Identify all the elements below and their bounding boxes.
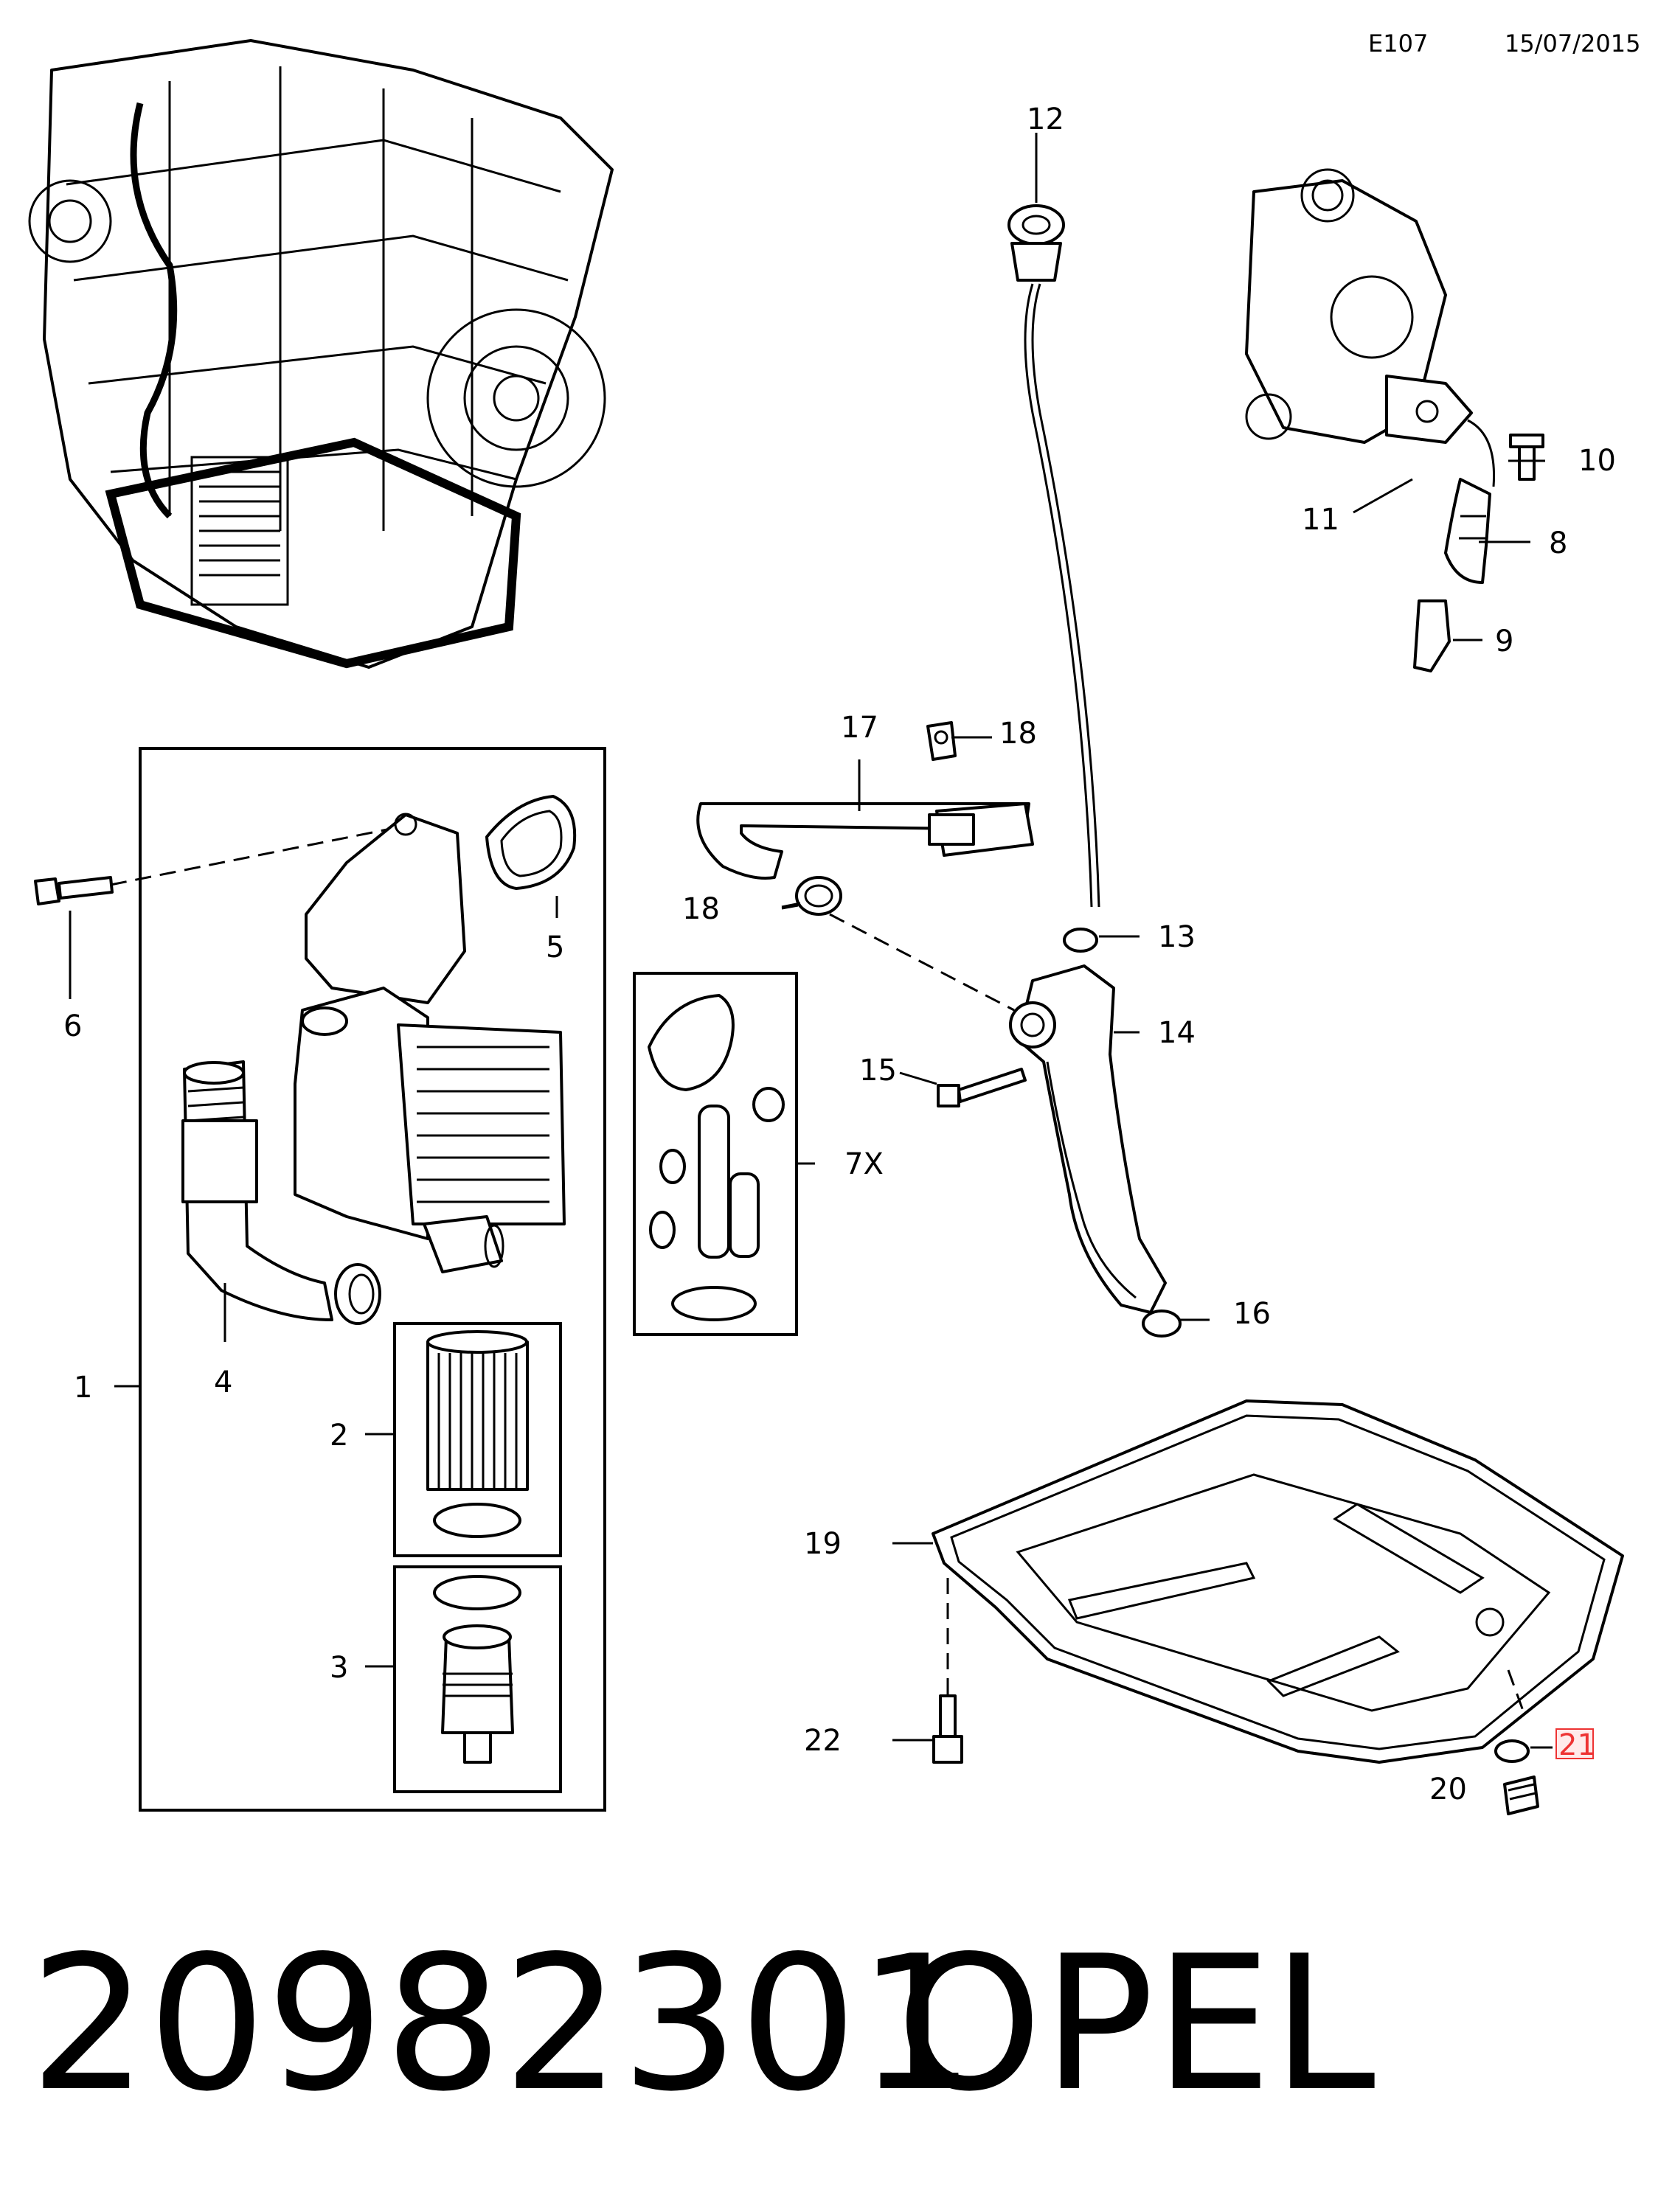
callout-8: 8: [1549, 526, 1567, 560]
oil-dipstick: [1007, 204, 1100, 908]
callout-17: 17: [841, 711, 878, 745]
sealing-ring-21: [1494, 1739, 1530, 1763]
callout-7x: 7X: [844, 1147, 884, 1181]
callout-2: 2: [330, 1419, 348, 1453]
callout-1: 1: [74, 1371, 92, 1405]
callout-21: 21: [1558, 1728, 1596, 1762]
callout-18-bottom: 18: [682, 892, 720, 926]
oil-filter-cap-frame: [393, 1565, 562, 1793]
bolt-15: [937, 1068, 1027, 1107]
part-number: 20982301: [30, 1916, 976, 2132]
o-ring-13: [1063, 928, 1098, 953]
diagram-date: 15/07/2015: [1505, 29, 1640, 58]
callout-11: 11: [1302, 503, 1339, 537]
hose-clamp-top: [926, 721, 957, 761]
turbocharger-assembly: [1245, 168, 1544, 672]
callout-19: 19: [804, 1527, 842, 1561]
callout-3: 3: [330, 1651, 348, 1685]
o-ring-16: [1142, 1310, 1182, 1338]
callout-21-highlight: [1555, 1728, 1594, 1759]
callout-13: 13: [1158, 920, 1196, 954]
callout-10: 10: [1578, 444, 1616, 478]
gasket-set-7x: [648, 994, 785, 1321]
hose-clamp-bottom: [781, 876, 842, 916]
bolt-22: [932, 1694, 963, 1764]
oil-filter-element-frame: [393, 1322, 562, 1557]
oil-pan: [932, 1399, 1624, 1764]
leader-lines: [69, 133, 1553, 1749]
oil-filter-element-2: [426, 1330, 529, 1538]
callout-4: 4: [214, 1366, 232, 1399]
callout-16: 16: [1233, 1297, 1271, 1331]
callout-12: 12: [1027, 102, 1064, 136]
breather-hose: [696, 802, 1034, 880]
callout-18-top: 18: [999, 717, 1037, 751]
oil-filter-cap-3: [433, 1575, 521, 1764]
callout-15: 15: [859, 1054, 897, 1088]
drain-plug-20: [1503, 1775, 1539, 1815]
gasket-set-frame: [633, 972, 798, 1336]
callout-22: 22: [804, 1724, 842, 1758]
page-code: E107: [1368, 29, 1428, 58]
callout-6: 6: [63, 1009, 82, 1043]
engine-overview-illustration: [28, 39, 614, 669]
brand-name: OPEL: [896, 1916, 1376, 2132]
callout-14: 14: [1158, 1016, 1196, 1050]
bolt-6: [34, 876, 114, 905]
oil-filter-housing: [294, 813, 566, 1273]
gasket-5: [485, 795, 577, 890]
oil-cooler-kit-frame: [139, 747, 606, 1812]
oil-filler-tube: [1009, 964, 1167, 1314]
callout-9: 9: [1495, 625, 1513, 658]
drain-plug-leader: [1507, 1669, 1525, 1711]
callout-5: 5: [546, 931, 564, 964]
oil-pipe-4: [181, 1060, 381, 1325]
callout-20: 20: [1429, 1773, 1467, 1806]
